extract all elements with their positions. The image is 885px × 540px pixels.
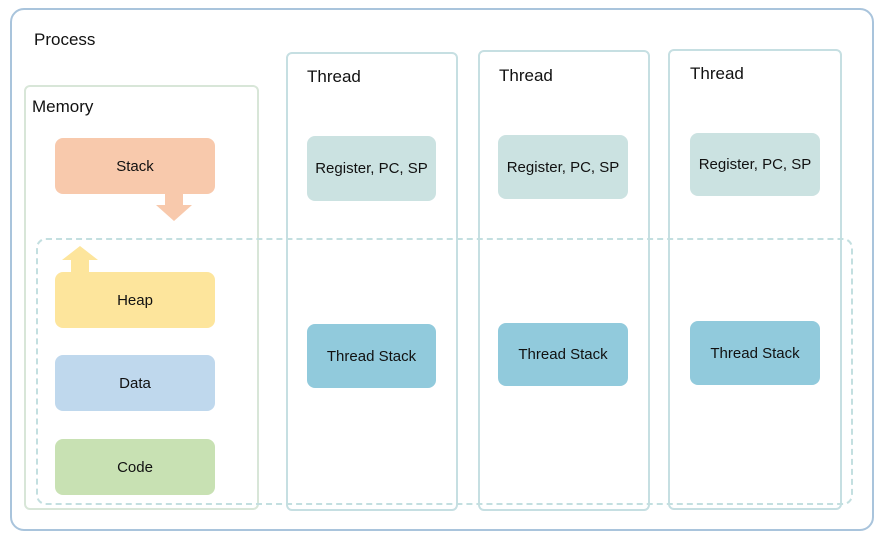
thread-1-registers-label: Register, PC, SP: [315, 160, 428, 177]
heap-growth-arrow-icon: [60, 246, 100, 273]
code-label: Code: [117, 458, 153, 476]
stack-label: Stack: [116, 157, 154, 175]
memory-container: [24, 85, 259, 510]
thread-1-stack-block: Thread Stack: [307, 324, 436, 388]
thread-column-1: [286, 52, 458, 511]
stack-block: Stack: [55, 138, 215, 194]
thread-3-registers-block: Register, PC, SP: [690, 133, 820, 196]
thread-1-stack-label: Thread Stack: [326, 347, 417, 365]
code-block: Code: [55, 439, 215, 495]
thread-column-3: [668, 49, 842, 510]
thread-3-stack-block: Thread Stack: [690, 321, 820, 385]
heap-label: Heap: [117, 291, 153, 309]
thread-title-3: Thread: [690, 64, 744, 83]
process-container: [10, 8, 874, 531]
thread-3-stack-label: Thread Stack: [710, 344, 800, 362]
thread-title-2: Thread: [499, 66, 553, 85]
data-label: Data: [119, 374, 151, 392]
thread-1-registers-block: Register, PC, SP: [307, 136, 436, 201]
thread-title-1: Thread: [307, 67, 361, 86]
memory-title: Memory: [32, 97, 94, 116]
process-title: Process: [34, 30, 96, 49]
stack-growth-arrow-icon: [154, 194, 194, 222]
thread-2-stack-label: Thread Stack: [518, 346, 608, 363]
thread-column-2: [478, 50, 650, 511]
thread-2-registers-block: Register, PC, SP: [498, 135, 628, 199]
thread-2-stack-block: Thread Stack: [498, 323, 628, 386]
thread-2-registers-label: Register, PC, SP: [506, 158, 620, 176]
shared-address-space-region: [36, 238, 853, 505]
heap-block: Heap: [55, 272, 215, 328]
data-block: Data: [55, 355, 215, 411]
thread-3-registers-label: Register, PC, SP: [698, 156, 812, 173]
